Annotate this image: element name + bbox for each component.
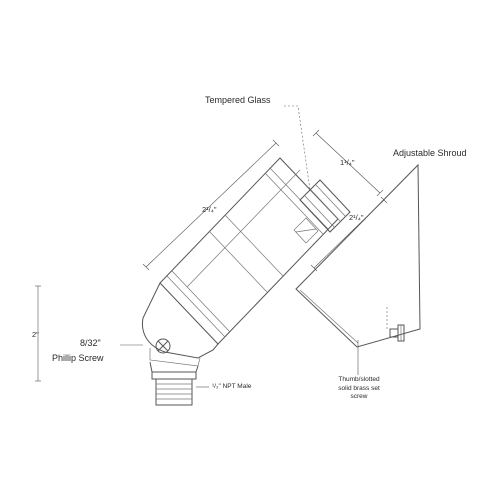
- dim-shroud-width: 1¹/₄": [340, 158, 355, 167]
- label-set-screw-line1: Thumb/slotted: [338, 376, 380, 383]
- swivel-knuckle: [141, 282, 219, 367]
- dim-height: 2": [32, 330, 39, 339]
- label-npt: ¹/₂" NPT Male: [212, 383, 252, 390]
- label-screw-type: Phillip Screw: [52, 353, 104, 363]
- dimension-lines: [35, 129, 388, 382]
- adjustable-shroud: [295, 163, 421, 348]
- phillips-screw-icon: [155, 338, 171, 354]
- leader-lines: [120, 105, 388, 388]
- dim-body-length: 2¹/₄": [202, 205, 217, 214]
- label-set-screw-line2: solid brass set: [338, 384, 380, 392]
- tempered-glass: [293, 179, 351, 244]
- npt-stem: [149, 361, 199, 406]
- fixture-body: [159, 157, 339, 345]
- label-set-screw-line3: screw: [350, 393, 368, 400]
- label-screw-size: 8/32": [80, 338, 101, 348]
- label-set-screw: Thumb/slotted solid brass set screw: [328, 376, 390, 401]
- label-tempered-glass: Tempered Glass: [205, 95, 271, 105]
- dim-shroud-depth: 2¹/₄": [349, 213, 364, 222]
- label-adjustable-shroud: Adjustable Shroud: [393, 148, 467, 158]
